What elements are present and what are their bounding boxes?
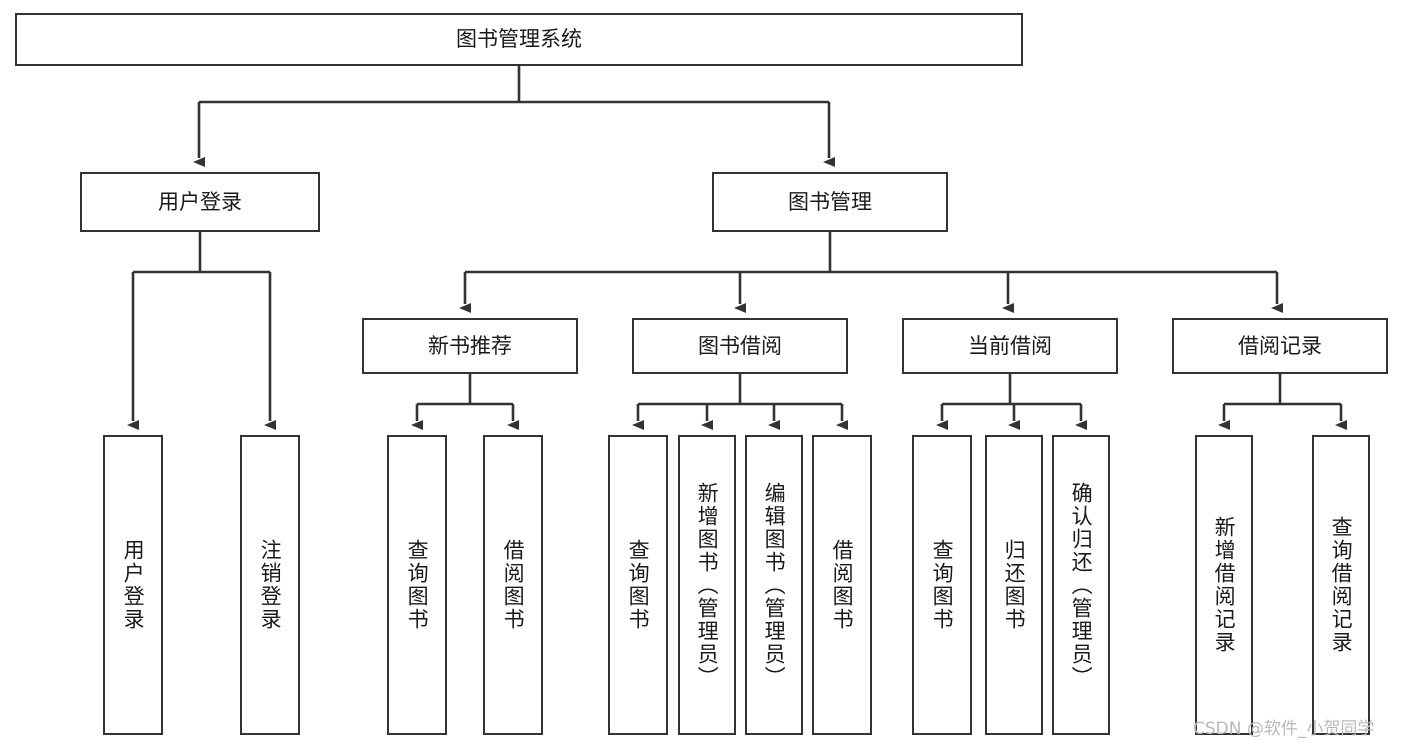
node-leaf-borrow-book-recommend[interactable]: 借阅图书	[483, 435, 543, 735]
node-leaf-confirm-return-admin-label: 确认归还（管理员）	[1069, 481, 1094, 689]
node-leaf-query-borrow-record-label: 查询借阅记录	[1329, 516, 1354, 654]
node-book-borrow-label: 图书借阅	[698, 333, 782, 358]
node-new-book-recommend[interactable]: 新书推荐	[362, 318, 578, 374]
node-current-borrow[interactable]: 当前借阅	[902, 318, 1118, 374]
node-user-login-label: 用户登录	[158, 189, 242, 214]
node-leaf-query-book-borrow[interactable]: 查询图书	[608, 435, 668, 735]
node-current-borrow-label: 当前借阅	[968, 333, 1052, 358]
node-book-borrow[interactable]: 图书借阅	[632, 318, 848, 374]
node-leaf-edit-book-admin-label: 编辑图书（管理员）	[762, 481, 787, 689]
node-leaf-user-login-label: 用户登录	[121, 539, 146, 631]
node-root[interactable]: 图书管理系统	[15, 13, 1023, 66]
node-book-manage[interactable]: 图书管理	[712, 172, 948, 232]
node-leaf-query-book-current-label: 查询图书	[930, 539, 955, 631]
node-leaf-borrow-book-recommend-label: 借阅图书	[501, 539, 526, 631]
node-leaf-edit-book-admin[interactable]: 编辑图书（管理员）	[745, 435, 803, 735]
node-leaf-return-book-label: 归还图书	[1002, 539, 1027, 631]
node-leaf-query-book-current[interactable]: 查询图书	[912, 435, 972, 735]
csdn-watermark: CSDN @软件_小贺同学	[1193, 719, 1375, 739]
node-borrow-record-label: 借阅记录	[1238, 333, 1322, 358]
node-leaf-add-book-admin-label: 新增图书（管理员）	[695, 481, 720, 689]
node-new-book-recommend-label: 新书推荐	[428, 333, 512, 358]
node-leaf-add-book-admin[interactable]: 新增图书（管理员）	[678, 435, 736, 735]
node-leaf-query-book-recommend[interactable]: 查询图书	[387, 435, 447, 735]
node-leaf-return-book[interactable]: 归还图书	[985, 435, 1043, 735]
node-leaf-query-book-recommend-label: 查询图书	[405, 539, 430, 631]
node-leaf-query-book-borrow-label: 查询图书	[626, 539, 651, 631]
node-leaf-confirm-return-admin[interactable]: 确认归还（管理员）	[1052, 435, 1110, 735]
node-leaf-add-borrow-record-label: 新增借阅记录	[1212, 516, 1237, 654]
node-leaf-user-login[interactable]: 用户登录	[103, 435, 163, 735]
node-leaf-user-logout[interactable]: 注销登录	[240, 435, 300, 735]
node-root-label: 图书管理系统	[456, 27, 582, 52]
node-borrow-record[interactable]: 借阅记录	[1172, 318, 1388, 374]
node-leaf-add-borrow-record[interactable]: 新增借阅记录	[1195, 435, 1253, 735]
node-leaf-borrow-book-label: 借阅图书	[830, 539, 855, 631]
node-user-login[interactable]: 用户登录	[80, 172, 320, 232]
node-leaf-borrow-book[interactable]: 借阅图书	[812, 435, 872, 735]
node-leaf-query-borrow-record[interactable]: 查询借阅记录	[1312, 435, 1370, 735]
node-book-manage-label: 图书管理	[788, 189, 872, 214]
node-leaf-user-logout-label: 注销登录	[258, 539, 283, 631]
